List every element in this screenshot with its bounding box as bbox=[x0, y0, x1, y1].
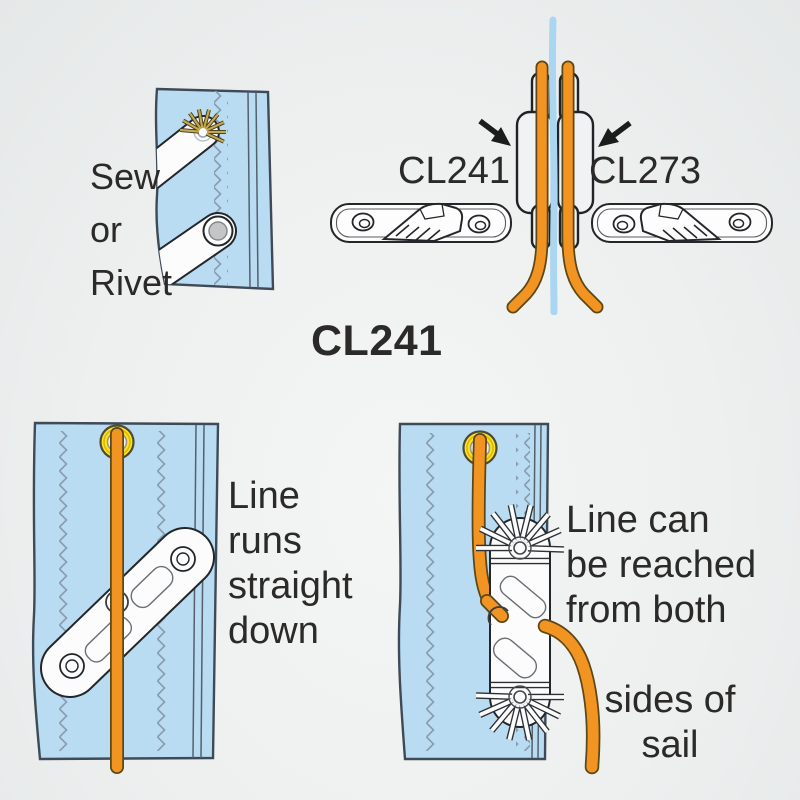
section-title: CL241 bbox=[311, 317, 443, 365]
arrow-left-icon bbox=[478, 118, 511, 146]
seam-line bbox=[247, 91, 251, 288]
rivet-icon bbox=[202, 215, 234, 247]
line-straight-caption: Line runs straight down bbox=[228, 475, 353, 652]
mount-hole bbox=[170, 546, 196, 572]
rope-line-lower bbox=[537, 618, 601, 775]
cam-notch bbox=[487, 606, 509, 626]
stitch-zigzag bbox=[59, 431, 73, 751]
rope-line-left bbox=[506, 60, 549, 314]
seam-line bbox=[200, 424, 205, 759]
cleat-cross-section-illustration bbox=[330, 16, 773, 315]
stitch-zigzag bbox=[423, 433, 437, 751]
arrow-right-icon bbox=[598, 120, 632, 147]
cleat-outline-cl273 bbox=[591, 202, 773, 243]
cl241-label: CL241 bbox=[398, 150, 510, 192]
cleat-cl241 bbox=[40, 527, 215, 698]
seam-line bbox=[192, 424, 197, 759]
sew-or-rivet-illustration bbox=[154, 87, 275, 291]
line-straight-illustration bbox=[31, 421, 220, 774]
caption-top-lines: Line can be reached from both bbox=[566, 499, 757, 631]
hub-rings bbox=[508, 536, 532, 709]
cleat-outline-cl241 bbox=[330, 202, 512, 243]
mount-hole bbox=[59, 653, 85, 679]
stitch-zigzag bbox=[214, 91, 228, 285]
cl273-label: CL273 bbox=[589, 150, 701, 192]
cleat-sewn-end bbox=[156, 115, 220, 197]
cleat-cl273 bbox=[475, 504, 565, 741]
line-both-sides-caption: Line can be reached from both sides of s… bbox=[566, 453, 774, 800]
line-both-sides-illustration bbox=[397, 422, 601, 775]
sew-or-rivet-caption: Sew or Rivet bbox=[90, 156, 173, 303]
rope-line-right bbox=[561, 60, 604, 314]
sail-edge-line bbox=[548, 16, 558, 315]
seam-line bbox=[255, 91, 259, 289]
caption-bottom-lines: sides of sail bbox=[604, 679, 736, 766]
